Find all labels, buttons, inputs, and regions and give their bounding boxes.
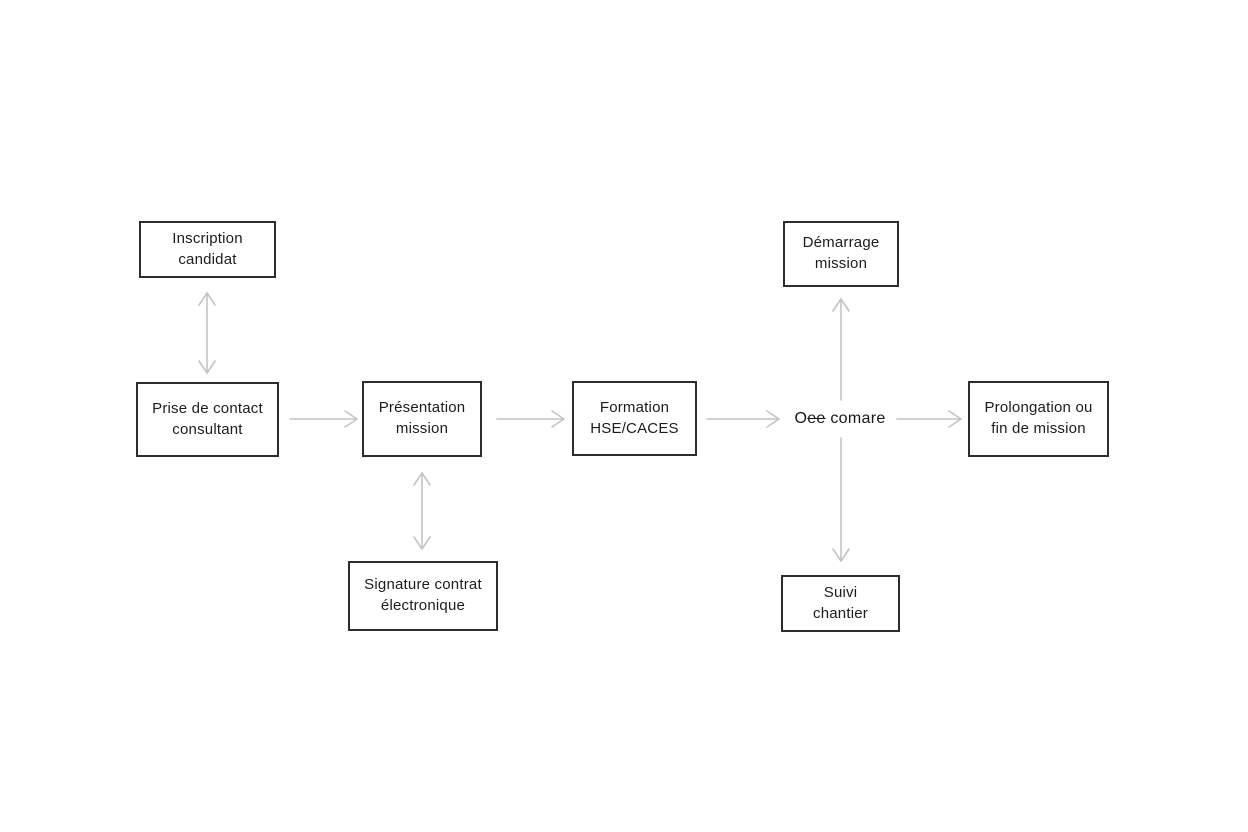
arrow-inscription-prise-icon [198, 292, 216, 374]
node-demarrage-mission: Démarrage mission [783, 221, 899, 287]
arrow-center-to-prolongation-icon [896, 410, 962, 428]
center-label-struck-text: ee [807, 410, 826, 427]
node-label: Suivi chantier [813, 583, 868, 622]
node-inscription-candidat: Inscription candidat [139, 221, 276, 278]
node-label: Prise de contact consultant [152, 399, 263, 438]
node-label: Inscription candidat [172, 229, 243, 268]
node-label: Démarrage mission [802, 234, 880, 272]
node-signature-contrat-electronique: Signature contrat électronique [348, 561, 498, 631]
node-formation-hse-caces: Formation HSE/CACES [572, 381, 697, 456]
node-label: Prolongation ou fin de mission [984, 399, 1093, 437]
center-label-prefix: O [794, 410, 808, 427]
arrow-formation-to-center-icon [706, 410, 780, 428]
node-prolongation-ou-fin-de-mission: Prolongation ou fin de mission [968, 381, 1109, 457]
node-prise-de-contact-consultant: Prise de contact consultant [136, 382, 279, 457]
arrow-center-to-suivi-icon [832, 437, 850, 562]
arrow-center-to-demarrage-icon [832, 298, 850, 401]
node-label: Signature contrat électronique [364, 576, 482, 614]
node-label: Formation HSE/CACES [590, 398, 679, 437]
node-presentation-mission: Présentation mission [362, 381, 482, 457]
center-label-rest: comare [825, 410, 886, 427]
node-suivi-chantier: Suivi chantier [781, 575, 900, 632]
arrow-prise-to-presentation-icon [289, 410, 358, 428]
arrow-presentation-signature-icon [413, 472, 431, 550]
arrow-presentation-to-formation-icon [496, 410, 565, 428]
node-label: Présentation mission [378, 399, 466, 437]
